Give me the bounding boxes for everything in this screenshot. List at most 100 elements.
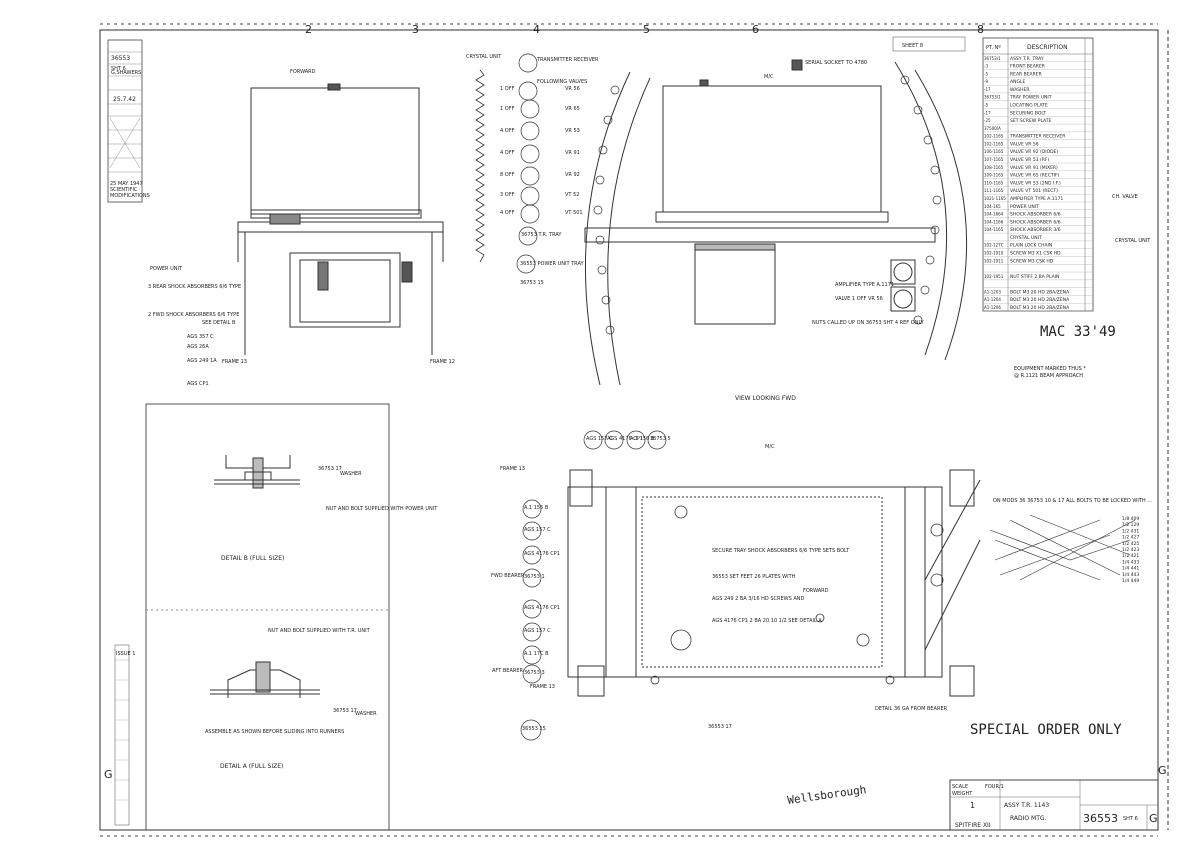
plan-frame13b: FRAME 13 — [530, 684, 555, 690]
hatch-row-label: 1/2 431 — [1122, 528, 1139, 534]
svg-text:AGS CP1: AGS CP1 — [187, 381, 209, 387]
svg-text:SECURE TRAY SHOCK ABSORBERS 6/: SECURE TRAY SHOCK ABSORBERS 6/6 TYPE SET… — [712, 548, 850, 554]
detail-b-title: DETAIL B (FULL SIZE) — [221, 555, 284, 562]
parts-row-description: SHOCK ABSORBER 3/6 — [1010, 227, 1061, 233]
strip-note-2: SCIENTIFIC — [110, 187, 138, 193]
parts-row-number: 102-1951 — [984, 274, 1004, 279]
parts-row-description: VALVE VT 501 (RECT) — [1010, 188, 1058, 194]
fwd-amp-note-2: VALVE 1 OFF VR 56 — [835, 296, 883, 302]
parts-row-description: VALVE VR 91 (MIXER) — [1010, 165, 1058, 171]
parts-row-description: ASSY T.R. TRAY — [1010, 56, 1044, 62]
svg-text:AGS 157 C: AGS 157 C — [586, 436, 613, 442]
parts-row-description: SHOCK ABSORBER 6/6 — [1010, 219, 1061, 225]
parts-row-description: PLAIN LOCK CHAIN — [1010, 243, 1052, 249]
hatch-diagram — [989, 514, 1136, 581]
detail-a-part: 36753 17 — [333, 708, 357, 714]
svg-text:AGS 357 C: AGS 357 C — [187, 334, 214, 340]
parts-row-number: -3 — [984, 64, 988, 69]
parts-row-number: A1-1203 — [984, 289, 1001, 294]
details-frame — [145, 403, 390, 831]
hatch-row-label: 1/2 425 — [1122, 541, 1139, 547]
detail-b-washer: WASHER — [340, 471, 362, 477]
detail-b-drawing — [214, 455, 300, 489]
parts-row-description: BOLT M3 20 HD 2BA/ZENA — [1010, 289, 1070, 295]
parts-row-number: -17 — [984, 110, 991, 115]
parts-row-number: -17 — [984, 87, 991, 92]
parts-row-description: LOCATING PLATE — [1010, 103, 1048, 109]
parts-row-description: NUT STIFF 2 BA PLAIN — [1010, 274, 1059, 280]
grid-col-4: 4 — [533, 23, 540, 36]
equipment-note-1: EQUIPMENT MARKED THUS * — [1014, 366, 1086, 372]
valve-row-3-qty: 4 OFF — [500, 128, 515, 134]
hatch-row-label: 1/4 443 — [1122, 572, 1139, 578]
valve-row-4-qty: 4 OFF — [500, 150, 515, 156]
parts-row-description: SHOCK ABSORBER 6/6 — [1010, 212, 1061, 218]
valve-row-2-type: VR 65 — [565, 106, 580, 112]
svg-text:POWER UNIT: POWER UNIT — [150, 266, 183, 272]
valves-header-1: TRANSMITTER RECEIVER — [536, 57, 599, 63]
parts-row-number: A1-1204 — [984, 297, 1001, 302]
parts-row-number: 109-1165 — [984, 173, 1004, 178]
parts-row-description: SCREW M3 X1 CSK HD — [1010, 250, 1061, 256]
parts-row-description: SECURING BOLT — [1010, 110, 1046, 116]
plan-top-callouts: AGS 157 C AGS 4176 CP1 A.1 156 B 36753 5 — [583, 430, 671, 450]
parts-header-desc: DESCRIPTION — [1027, 44, 1068, 51]
valve-row-3-type: VR 53 — [565, 128, 580, 134]
tr-tray-label: 36753 T.R. TRAY — [521, 232, 562, 238]
detail-a-washer: WASHER — [355, 711, 377, 717]
parts-row-description: VALVE VR 53 (2ND I.F.) — [1010, 180, 1061, 186]
plan-view-drawing — [567, 469, 981, 697]
crystal-unit-label: CRYSTAL UNIT — [466, 54, 502, 60]
plan-forward: FORWARD — [803, 588, 829, 594]
parts-row-number: 102-1165 — [984, 134, 1004, 139]
parts-row-description: VALVE VR 92 (DIODE) — [1010, 149, 1058, 155]
grid-col-5: 5 — [643, 23, 650, 36]
svg-text:36753 3: 36753 3 — [524, 670, 545, 676]
svg-text:AGS 4176 CP1: AGS 4176 CP1 — [524, 605, 560, 611]
parts-row-number: 102-1911 — [984, 258, 1004, 263]
valve-row-6-qty: 3 OFF — [500, 192, 515, 198]
title-sheet: SHT 6 — [1123, 816, 1138, 822]
fwd-amp-note-1: AMPLIFIER TYPE A.1171 — [835, 282, 894, 288]
crystal-lead-zigzag — [475, 69, 485, 263]
plan-mc: M/C — [765, 444, 775, 450]
power-unit-tray-label: 36553 POWER UNIT TRAY — [520, 261, 584, 267]
parts-row-number: 1021-1165 — [984, 196, 1006, 201]
grid-col-6: 6 — [752, 23, 759, 36]
svg-text:AGS 4176 CP1 2 BA 20.10 1/2 SE: AGS 4176 CP1 2 BA 20.10 1/2 SEE DETAIL A — [712, 618, 822, 624]
svg-text:36553 SET FEET 26 PLATES WITH: 36553 SET FEET 26 PLATES WITH — [712, 574, 796, 580]
parts-row-number: -9 — [984, 79, 988, 84]
title-scale-label: SCALE — [952, 784, 968, 790]
valve-callouts: TRANSMITTER RECEIVER FOLLOWING VALVES 1 … — [500, 53, 599, 286]
parts-row-number: 104-1165 — [984, 227, 1004, 232]
parts-row-number: 104-1664 — [984, 212, 1004, 217]
top-view-drawing — [237, 83, 444, 355]
parts-header-no: PT. Nº — [986, 45, 1001, 51]
top-view-forward: FORWARD — [290, 69, 316, 75]
svg-text:A.1 156 B: A.1 156 B — [524, 505, 549, 511]
svg-text:36553 17: 36553 17 — [708, 724, 732, 730]
plan-fwd-bearer: FWD BEARER — [491, 573, 525, 579]
hatch-note: ON MODS 36 36753 10 & 17 ALL BOLTS TO BE… — [993, 498, 1152, 504]
valve-row-5-type: VR 92 — [565, 172, 580, 178]
top-view-callouts: POWER UNIT 3 REAR SHOCK ABSORBERS 6/6 TY… — [148, 266, 241, 387]
equipment-note-2: @ R.1121 BEAM APPROACH — [1014, 373, 1083, 379]
parts-row-description: ANGLE — [1010, 79, 1025, 85]
hatch-row-label: 1/8 409 — [1122, 516, 1139, 522]
top-view-frame12: FRAME 12 — [430, 359, 455, 365]
title-radio: RADIO MTG. — [1010, 815, 1047, 822]
valve-row-1-type: VR 56 — [565, 86, 580, 92]
svg-text:AGS 4176 CP1: AGS 4176 CP1 — [524, 551, 560, 557]
plan-left-callouts: A.1 156 B AGS 157 C AGS 4176 CP1 36753 1… — [520, 499, 560, 741]
valves-header-2: FOLLOWING VALVES — [537, 79, 587, 85]
title-rev: G — [1149, 812, 1158, 825]
hatch-row-label: 1/2 427 — [1122, 535, 1139, 541]
special-order-label: SPECIAL ORDER ONLY — [970, 722, 1122, 738]
parts-row-number: 102-127C — [984, 243, 1004, 248]
grid-row-g-left: G — [104, 768, 113, 781]
detail-a-note: NUT AND BOLT SUPPLIED WITH T.R. UNIT — [268, 628, 371, 634]
title-scale-value: FOUR/1 — [985, 784, 1004, 790]
svg-text:AGS 249 2 BA 3/16 HD SCREWS AN: AGS 249 2 BA 3/16 HD SCREWS AND — [712, 596, 804, 602]
